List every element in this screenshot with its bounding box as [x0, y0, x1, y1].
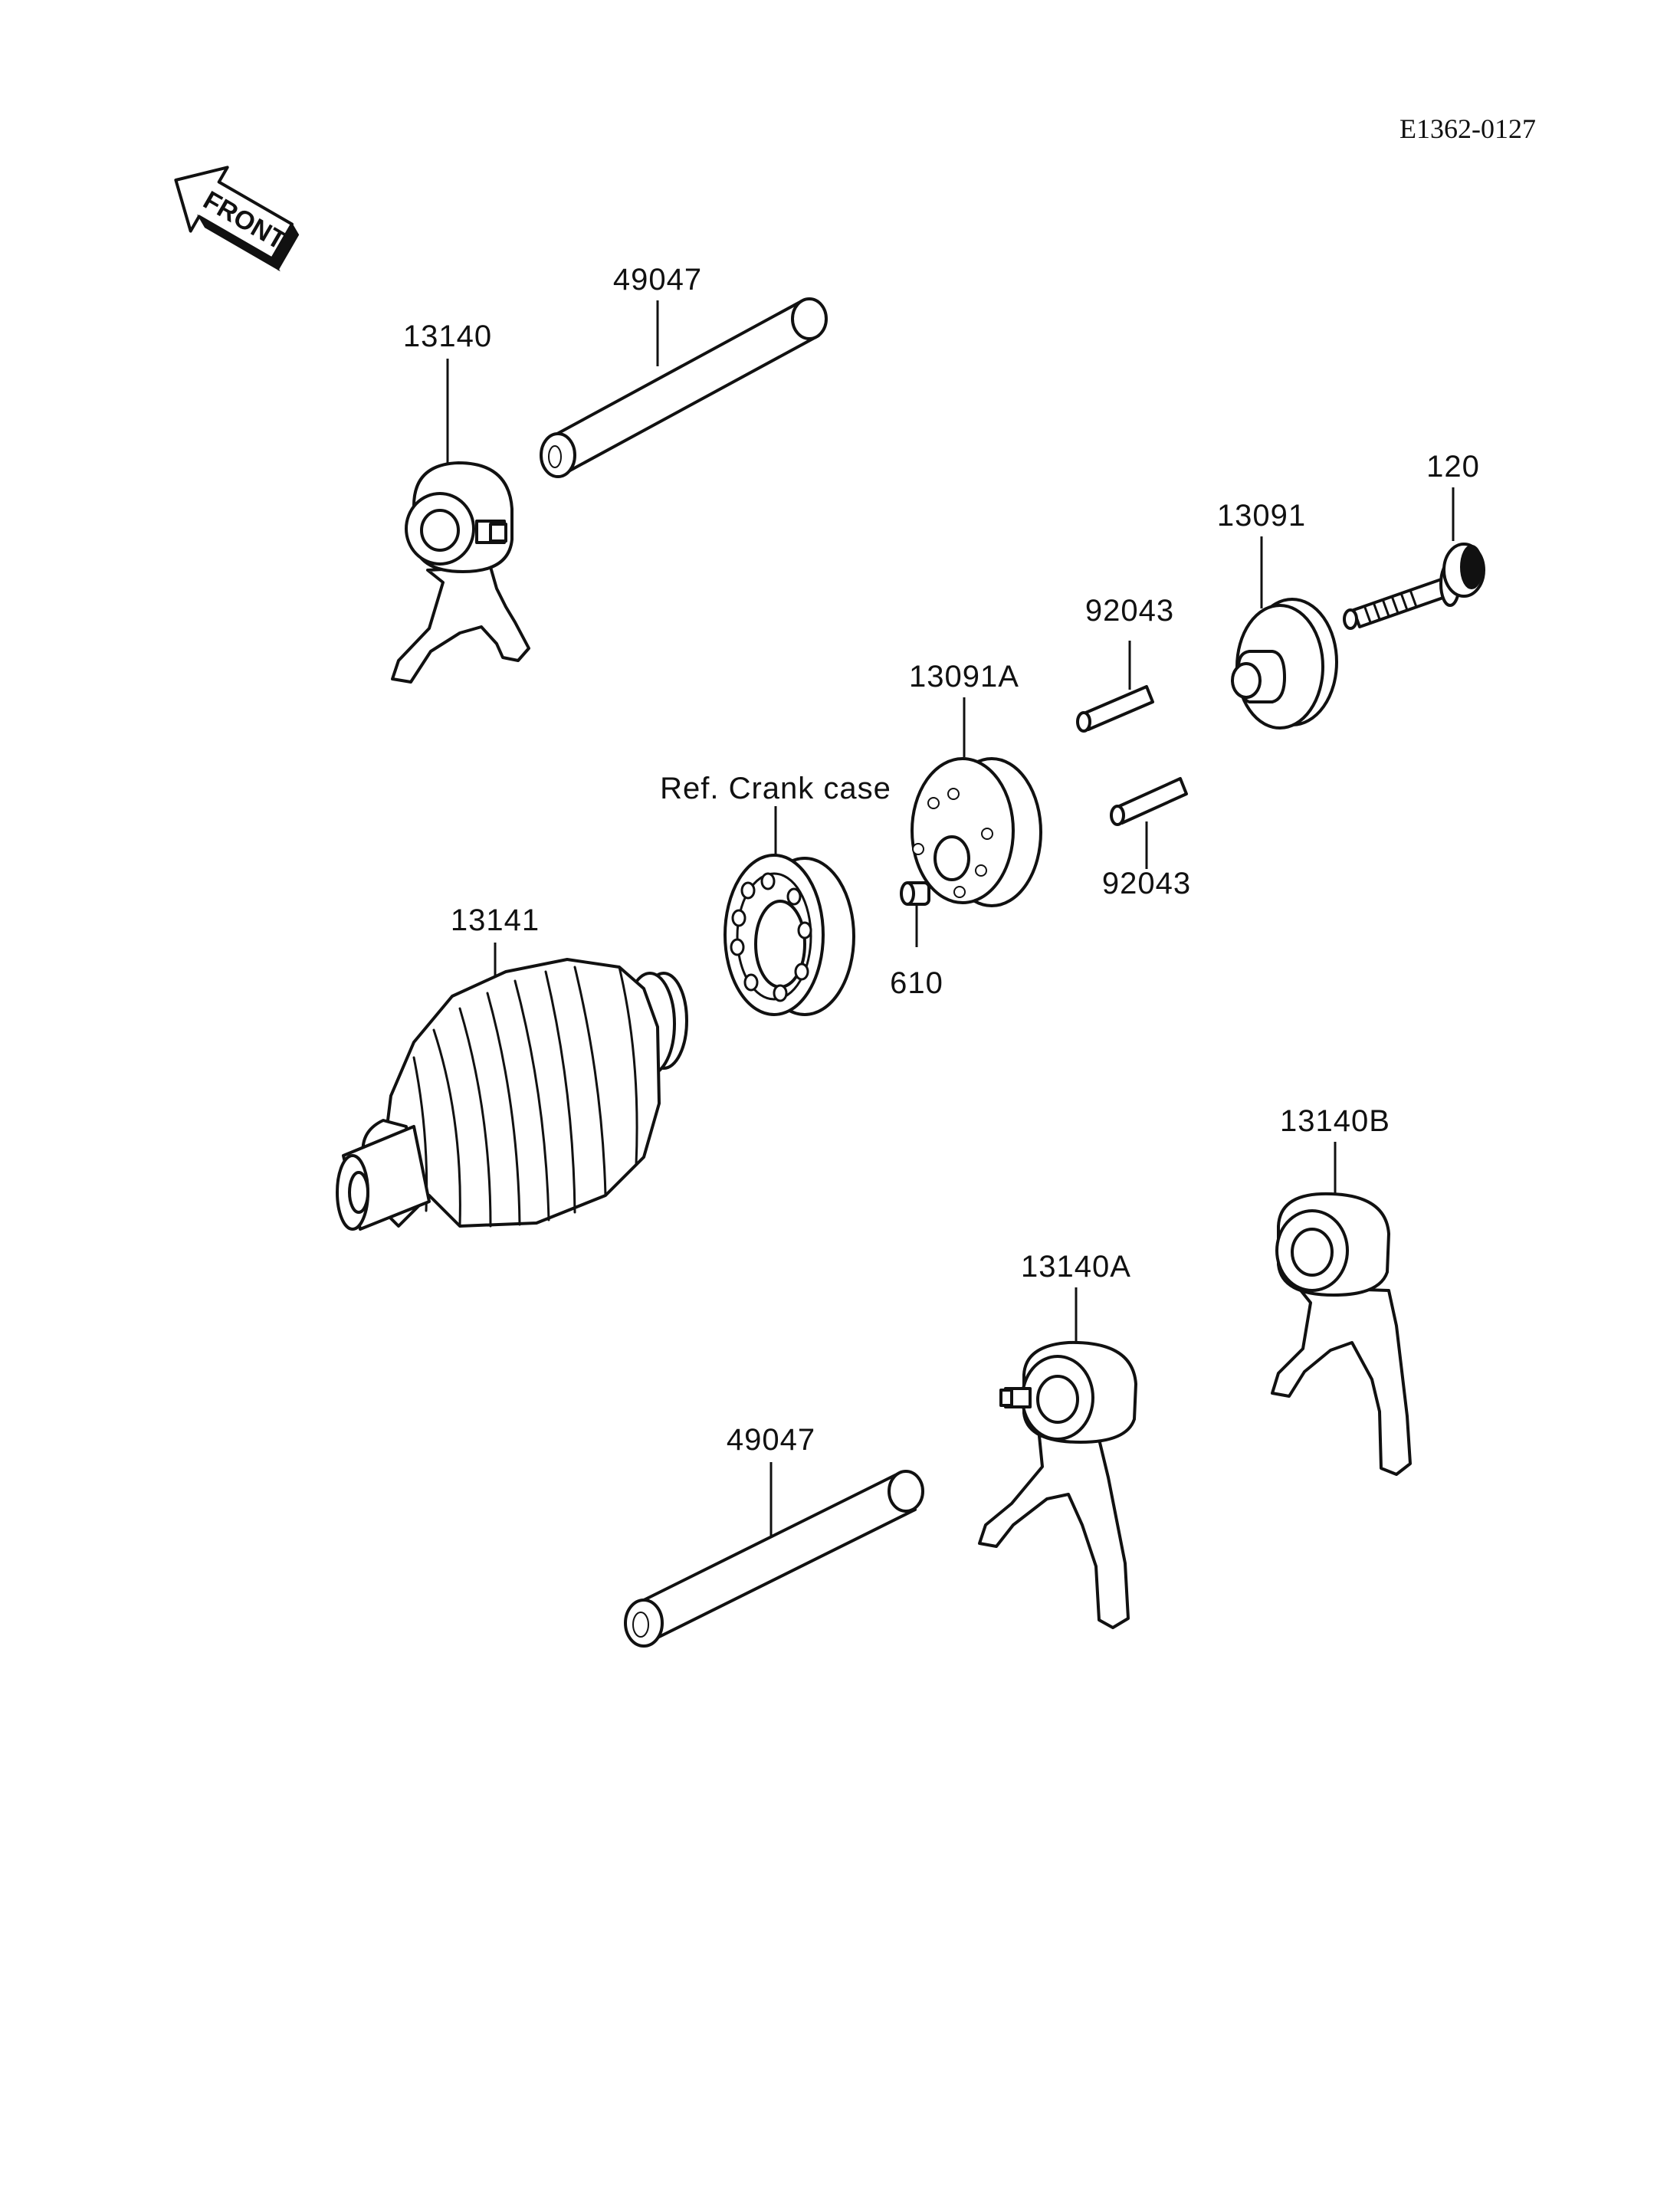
- label-shaft-bottom: 49047: [727, 1423, 815, 1457]
- label-shaft-top: 49047: [613, 263, 702, 297]
- shift-fork-b: [1271, 1142, 1412, 1476]
- shift-drum-holder: [1231, 536, 1338, 730]
- label-holder: 13091: [1217, 499, 1306, 533]
- bolt: [1343, 487, 1485, 630]
- label-dowel: 610: [890, 966, 943, 1000]
- bearing: [724, 806, 855, 1016]
- label-pin-upper: 92043: [1085, 594, 1174, 628]
- shift-drum: [336, 943, 688, 1231]
- diagram-code: E1362-0127: [1399, 113, 1536, 144]
- label-fork-b: 13140B: [1280, 1104, 1390, 1138]
- label-bolt: 120: [1426, 450, 1480, 484]
- label-fork-a: 13140A: [1021, 1250, 1131, 1284]
- shift-drum-plate: [911, 697, 1042, 907]
- front-arrow-icon: FRONT: [174, 166, 300, 272]
- pin-upper: [1076, 641, 1154, 733]
- label-plate: 13091A: [909, 660, 1019, 694]
- pin-lower: [1110, 777, 1188, 869]
- shift-fork-a: [978, 1287, 1137, 1629]
- label-drum: 13141: [451, 903, 540, 937]
- label-crankcase-ref: Ref. Crank case: [660, 772, 891, 805]
- shift-fork-top: [391, 359, 530, 684]
- shift-rod-bottom: [624, 1462, 924, 1648]
- dowel-pin: [900, 881, 930, 947]
- label-fork-top: 13140: [403, 320, 492, 353]
- shift-rod-top: [540, 297, 828, 478]
- label-pin-lower: 92043: [1102, 867, 1191, 900]
